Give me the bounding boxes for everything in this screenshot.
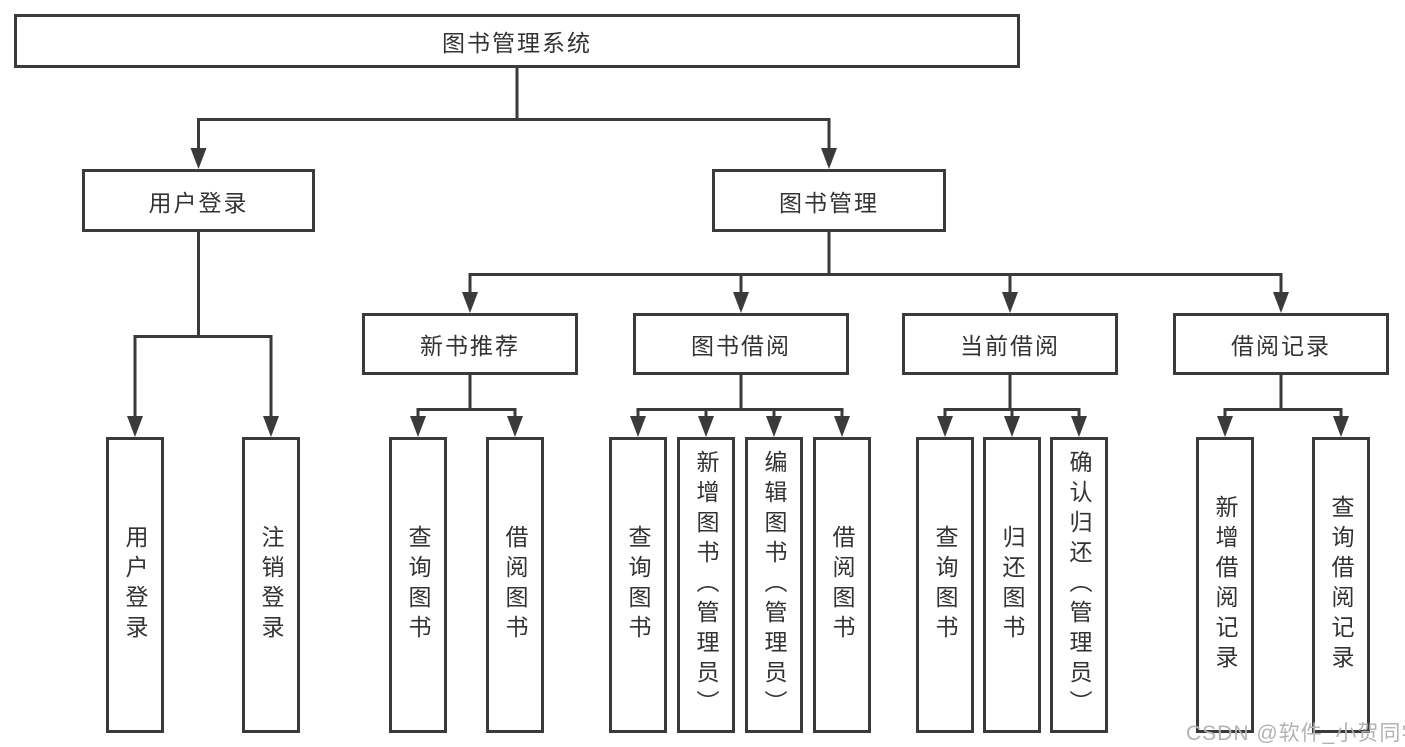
connector-line — [133, 232, 273, 418]
leaf-borrowing-borrow-books: 借阅图书 — [813, 437, 871, 733]
leaf-borrowing-add-books-admin: 新增图书（管理员） — [677, 437, 735, 733]
connector-line — [943, 375, 1081, 418]
node-user-login: 用户登录 — [82, 169, 315, 232]
connector-arrow — [1333, 416, 1349, 437]
leaf-borrowing-query-books: 查询图书 — [609, 437, 667, 733]
connector-arrow — [263, 416, 279, 437]
node-current-borrowing: 当前借阅 — [902, 313, 1118, 375]
node-user-login-label: 用户登录 — [148, 189, 249, 216]
connector-line — [197, 68, 831, 150]
connector-line — [1223, 375, 1343, 418]
leaf-recommend-borrow-books: 借阅图书 — [486, 437, 544, 733]
leaf-current-confirm-return-admin-label: 确认归还（管理员） — [1066, 450, 1092, 720]
connector-arrow — [766, 416, 782, 437]
leaf-user-login: 用户登录 — [106, 437, 164, 733]
leaf-user-login-label: 用户登录 — [122, 525, 148, 645]
node-new-book-recommend-label: 新书推荐 — [420, 333, 520, 359]
connector-arrow — [462, 292, 478, 313]
node-book-borrowing: 图书借阅 — [633, 313, 849, 375]
connector-arrow — [507, 416, 523, 437]
leaf-borrowing-edit-books-admin-label: 编辑图书（管理员） — [761, 450, 787, 720]
node-new-book-recommend: 新书推荐 — [362, 313, 578, 375]
connector-arrow — [821, 148, 837, 169]
node-book-management: 图书管理 — [712, 169, 946, 232]
connector-arrow — [698, 416, 714, 437]
leaf-borrowing-query-books-label: 查询图书 — [625, 525, 651, 645]
connector-arrow — [190, 148, 207, 169]
node-library-system: 图书管理系统 — [14, 14, 1020, 68]
connector-arrow — [1004, 416, 1020, 437]
connector-arrow — [127, 416, 143, 437]
watermark: CSDN @软件_小贺同学 — [1186, 722, 1405, 745]
leaf-records-query-record-label: 查询借阅记录 — [1328, 495, 1354, 675]
node-borrowing-records: 借阅记录 — [1173, 313, 1389, 375]
leaf-recommend-query-books: 查询图书 — [389, 437, 447, 733]
connector-arrow — [1217, 416, 1233, 437]
leaf-current-return-books-label: 归还图书 — [999, 525, 1025, 645]
connector-arrow — [937, 416, 953, 437]
leaf-borrowing-add-books-admin-label: 新增图书（管理员） — [693, 450, 719, 720]
node-book-management-label: 图书管理 — [779, 189, 879, 216]
leaf-current-query-books-label: 查询图书 — [932, 525, 958, 645]
leaf-logout-login-label: 注销登录 — [258, 525, 284, 645]
connector-line — [416, 375, 517, 418]
connector-line — [468, 232, 1283, 295]
leaf-borrowing-borrow-books-label: 借阅图书 — [829, 525, 855, 645]
leaf-current-confirm-return-admin: 确认归还（管理员） — [1050, 437, 1108, 733]
connector-arrow — [630, 416, 646, 437]
node-borrowing-records-label: 借阅记录 — [1231, 333, 1331, 359]
leaf-current-return-books: 归还图书 — [983, 437, 1041, 733]
connector-arrow — [1273, 292, 1289, 313]
leaf-current-query-books: 查询图书 — [916, 437, 974, 733]
leaf-borrowing-edit-books-admin: 编辑图书（管理员） — [745, 437, 803, 733]
node-library-system-label: 图书管理系统 — [442, 30, 592, 56]
leaf-records-add-record: 新增借阅记录 — [1196, 437, 1254, 733]
connector-line — [636, 375, 844, 418]
connector-arrow — [1071, 416, 1087, 437]
leaf-recommend-borrow-books-label: 借阅图书 — [502, 525, 528, 645]
connector-arrow — [834, 416, 850, 437]
node-current-borrowing-label: 当前借阅 — [960, 333, 1060, 359]
leaf-logout-login: 注销登录 — [242, 437, 300, 733]
leaf-records-add-record-label: 新增借阅记录 — [1212, 495, 1238, 675]
connector-arrow — [410, 416, 426, 437]
connector-arrow — [1002, 292, 1018, 313]
leaf-records-query-record: 查询借阅记录 — [1312, 437, 1370, 733]
leaf-recommend-query-books-label: 查询图书 — [405, 525, 431, 645]
node-book-borrowing-label: 图书借阅 — [691, 333, 791, 359]
connector-arrow — [733, 292, 749, 313]
